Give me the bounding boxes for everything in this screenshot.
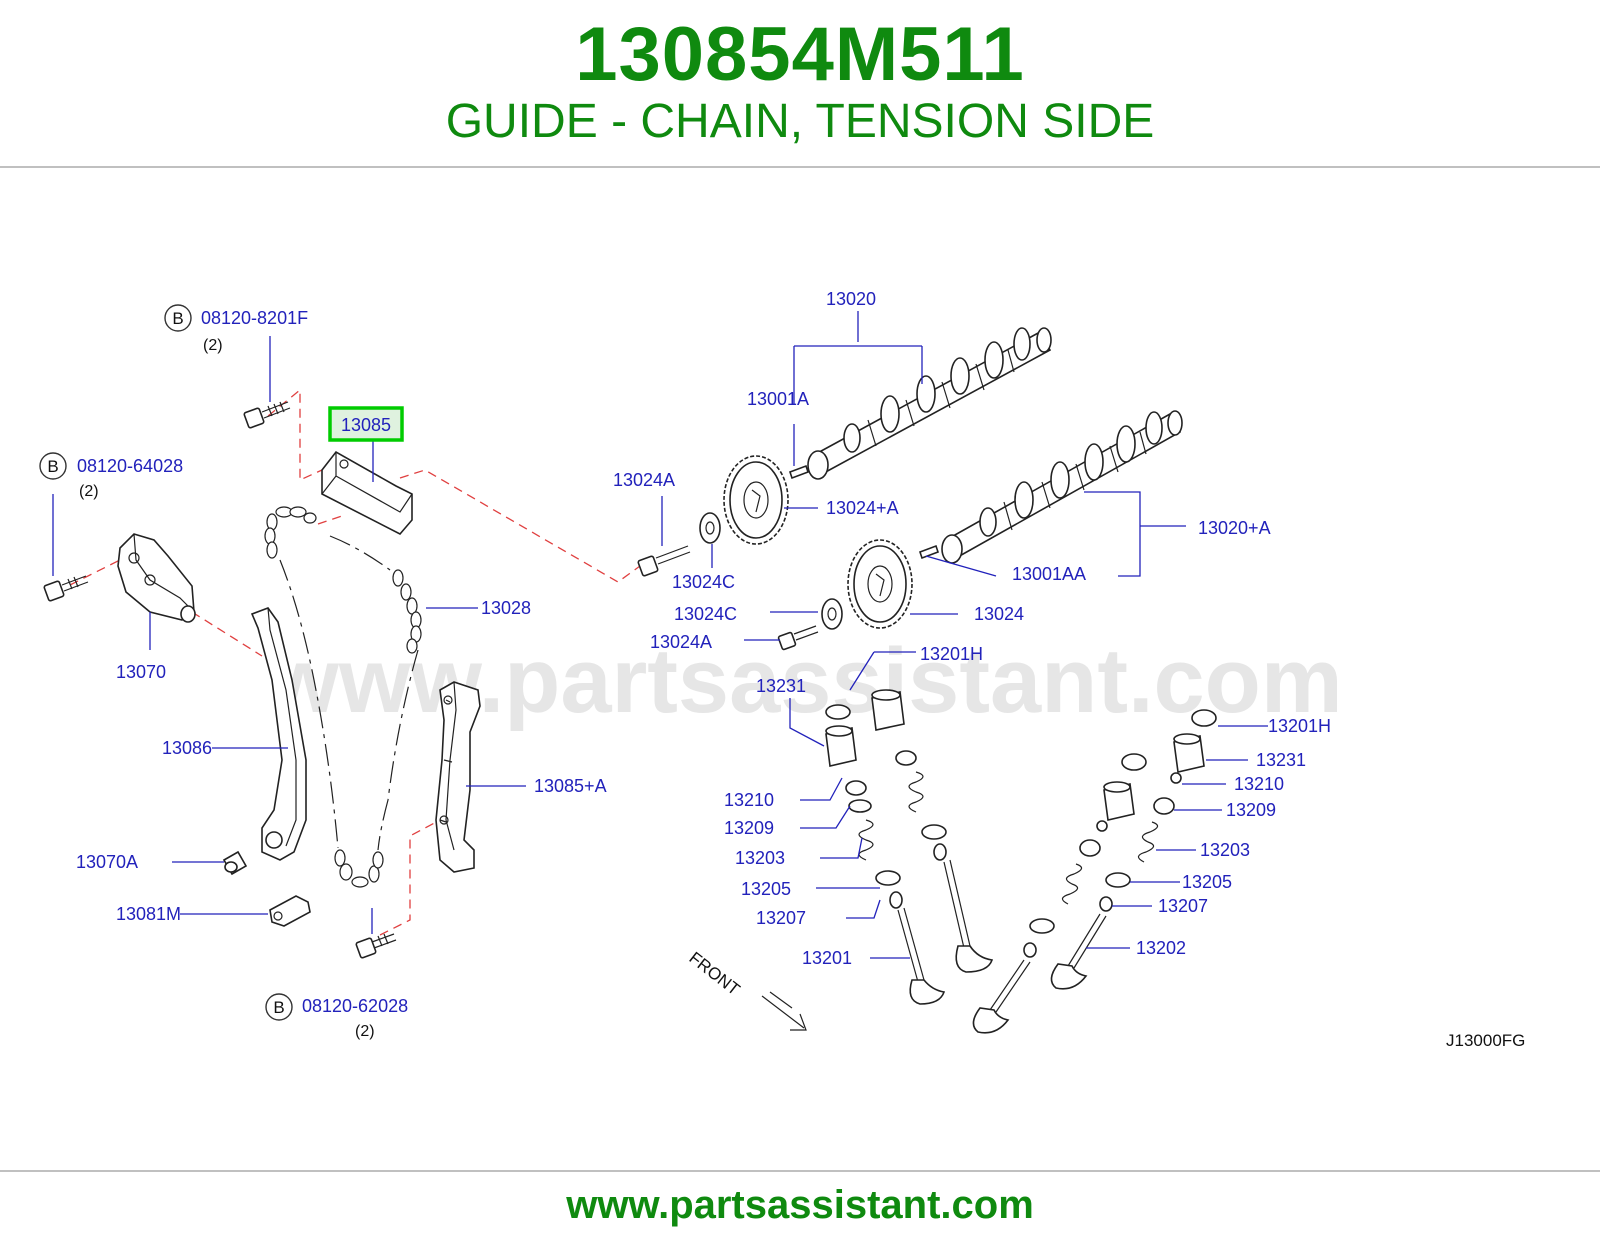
sprocket-lower — [847, 539, 913, 629]
label-13020A[interactable]: 13020+A — [1198, 518, 1271, 538]
label-13201H-left[interactable]: 13201H — [920, 644, 983, 664]
dashed-line-bolt-top — [267, 388, 323, 482]
dashed-line-guide-mid — [317, 515, 343, 525]
svg-text:B: B — [47, 457, 58, 476]
label-13028[interactable]: 13028 — [481, 598, 531, 618]
leader-lines — [52, 311, 1268, 959]
dashed-line-tensioner-bolt — [69, 559, 121, 586]
dashed-line-guide-to-cam — [399, 469, 641, 583]
label-13001A[interactable]: 13001A — [747, 389, 809, 409]
qty-08120-8201F: (2) — [203, 337, 223, 354]
camshaft-upper — [807, 327, 1052, 480]
bolt-08120-62028 — [355, 933, 397, 959]
footer-url[interactable]: www.partsassistant.com — [566, 1183, 1034, 1227]
label-13207-left[interactable]: 13207 — [756, 908, 806, 928]
footer-divider — [0, 1170, 1600, 1172]
bolt-marker-left: B — [39, 452, 67, 480]
bolt-marker-bottom: B — [265, 993, 293, 1021]
label-13203-left[interactable]: 13203 — [735, 848, 785, 868]
washer-lower — [821, 598, 843, 630]
bolt-08120-8201F — [243, 401, 291, 429]
label-13207-right[interactable]: 13207 — [1158, 896, 1208, 916]
camshaft-lower — [941, 410, 1183, 564]
label-13231-left[interactable]: 13231 — [756, 676, 806, 696]
svg-text:B: B — [273, 998, 284, 1017]
label-13210-right[interactable]: 13210 — [1234, 774, 1284, 794]
dashed-line-bolt-bottom — [379, 819, 441, 936]
dashed-line-tensioner-guide — [191, 611, 263, 657]
header-divider — [0, 166, 1600, 168]
chain-guide-13085 — [321, 450, 413, 535]
front-arrow: FRONT — [686, 948, 807, 1031]
label-13001AA[interactable]: 13001AA — [1012, 564, 1086, 584]
label-13024C-lower[interactable]: 13024C — [674, 604, 737, 624]
chain-guide-13085A — [435, 681, 481, 873]
label-13024[interactable]: 13024 — [974, 604, 1024, 624]
washer-upper — [699, 512, 721, 544]
part-number: 130854M511 — [575, 12, 1025, 97]
valve-train-right — [972, 709, 1217, 1034]
svg-text:B: B — [172, 309, 183, 328]
highlight-box-13085 — [328, 406, 404, 442]
label-13210-left[interactable]: 13210 — [724, 790, 774, 810]
timing-chain-13028 — [264, 506, 422, 888]
label-13231-right[interactable]: 13231 — [1256, 750, 1306, 770]
qty-08120-62028: (2) — [355, 1023, 375, 1040]
diagram-ref-code: J13000FG — [1446, 1031, 1525, 1050]
slack-guide-13086 — [250, 607, 307, 861]
label-08120-62028[interactable]: 08120-62028 — [302, 996, 408, 1016]
label-13203-right[interactable]: 13203 — [1200, 840, 1250, 860]
front-label: FRONT — [686, 948, 744, 999]
label-13205-right[interactable]: 13205 — [1182, 872, 1232, 892]
label-13085[interactable]: 13085 — [341, 415, 391, 435]
label-13020[interactable]: 13020 — [826, 289, 876, 309]
dowel-pin-13001AA — [918, 544, 940, 560]
header: 130854M511 GUIDE - CHAIN, TENSION SIDE — [0, 0, 1600, 168]
valve-train-left — [825, 689, 994, 1005]
label-13024A-lower[interactable]: 13024A — [650, 632, 712, 652]
label-13209-left[interactable]: 13209 — [724, 818, 774, 838]
pin-13070A — [222, 850, 248, 876]
dowel-pin-13001A — [788, 464, 810, 480]
label-13081M[interactable]: 13081M — [116, 904, 181, 924]
label-13070[interactable]: 13070 — [116, 662, 166, 682]
label-13085A[interactable]: 13085+A — [534, 776, 607, 796]
part-description: GUIDE - CHAIN, TENSION SIDE — [445, 95, 1155, 148]
label-13070A[interactable]: 13070A — [76, 852, 138, 872]
bolt-marker-top: B — [164, 304, 192, 332]
tensioner-13070 — [117, 533, 196, 623]
label-08120-8201F[interactable]: 08120-8201F — [201, 308, 308, 328]
plunger-13081M — [269, 895, 311, 927]
sprocket-upper — [723, 455, 789, 545]
label-13024A-upper[interactable]: 13024A — [613, 470, 675, 490]
label-13201H-right[interactable]: 13201H — [1268, 716, 1331, 736]
label-13024plusA[interactable]: 13024+A — [826, 498, 899, 518]
label-13201[interactable]: 13201 — [802, 948, 852, 968]
label-13202[interactable]: 13202 — [1136, 938, 1186, 958]
label-13205-left[interactable]: 13205 — [741, 879, 791, 899]
label-13209-right[interactable]: 13209 — [1226, 800, 1276, 820]
cam-bolt-upper — [637, 545, 691, 577]
qty-08120-64028: (2) — [79, 483, 99, 500]
parts-diagram: www.partsassistant.com — [39, 289, 1525, 1050]
label-08120-64028[interactable]: 08120-64028 — [77, 456, 183, 476]
bolt-08120-64028 — [43, 575, 89, 602]
label-13024C-upper[interactable]: 13024C — [672, 572, 735, 592]
cam-bolt-lower — [777, 625, 819, 651]
label-13086[interactable]: 13086 — [162, 738, 212, 758]
